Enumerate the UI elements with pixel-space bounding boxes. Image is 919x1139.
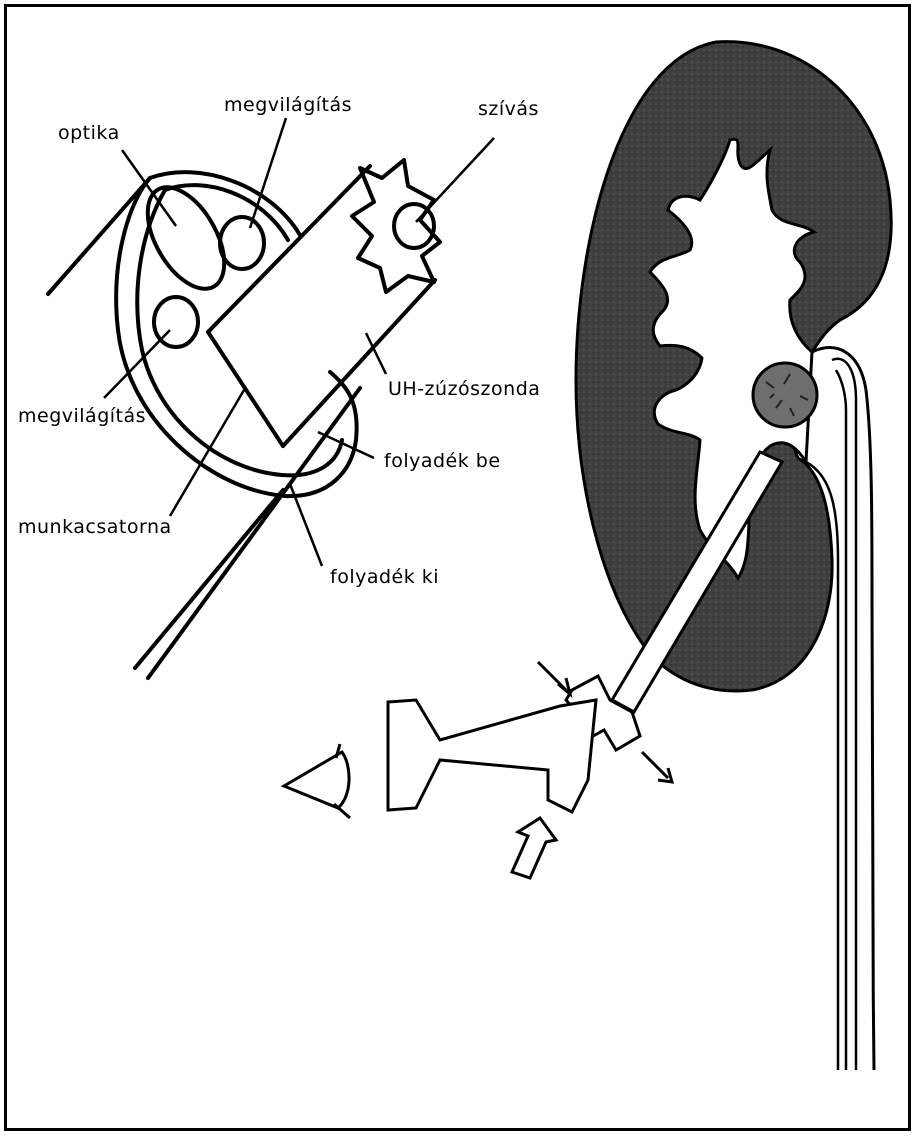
optics-channel — [132, 175, 240, 302]
scope-shaft-upper-line — [48, 178, 150, 294]
scope-shaft-lower-line — [148, 388, 360, 678]
sheath-outer-ellipse — [116, 178, 356, 496]
label-folyadek-be: folyadék be — [384, 452, 501, 471]
illumination-channel-top — [220, 217, 264, 269]
leader-szivas — [416, 138, 494, 222]
uh-probe-bottom-edge — [283, 280, 435, 446]
label-folyadek-ki: folyadék ki — [330, 568, 439, 587]
outflow-arrow-line — [642, 752, 668, 778]
ureter-outer — [812, 348, 874, 1070]
label-megvilagitas-left: megvilágítás — [18, 407, 146, 426]
ureter-catheter — [832, 359, 856, 1070]
label-uh-zuzoszonda: UH-zúzószonda — [388, 380, 540, 399]
leader-munkacsatorna — [170, 390, 244, 516]
eye-icon — [284, 744, 350, 818]
irrigation-inlet-arrow — [512, 818, 556, 878]
label-optika: optika — [58, 124, 120, 143]
label-szivas: szívás — [478, 100, 539, 119]
label-megvilagitas-top: megvilágítás — [224, 96, 352, 115]
label-munkacsatorna: munkacsatorna — [18, 518, 172, 537]
uh-probe-end-bottom — [208, 332, 283, 446]
kidney-stone — [753, 363, 817, 427]
scope-body — [388, 700, 596, 812]
kidney — [576, 42, 891, 1070]
leader-folyadek-be — [318, 432, 374, 458]
